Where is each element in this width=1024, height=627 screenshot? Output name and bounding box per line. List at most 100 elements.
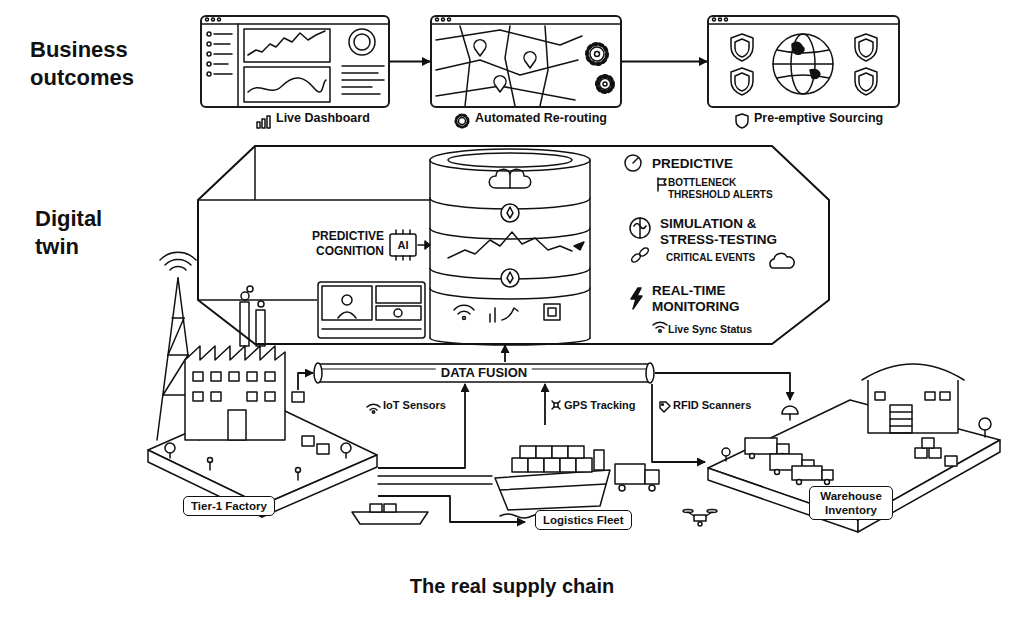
fusion-pipe [646, 363, 654, 383]
section-label: Digital twin [35, 205, 135, 261]
twin-cylinder [430, 149, 590, 345]
callout-icons [659, 330, 662, 333]
outcome-title: Pre-emptive Sourcing [754, 111, 883, 126]
factory-drawing [211, 392, 221, 401]
outcome-title: Automated Re-routing [475, 111, 607, 126]
inset-screen [318, 282, 425, 338]
twin-cylinder [430, 149, 590, 171]
twin-cylinder [507, 207, 513, 218]
map-screen-art [597, 76, 613, 92]
twin-cylinder [574, 242, 584, 250]
warehouse-drawing [789, 414, 791, 420]
inset-screen [322, 286, 372, 320]
warehouse-drawing [925, 392, 935, 400]
map-screen-art [494, 76, 506, 92]
sensor-icons [552, 401, 560, 409]
ai-chip [409, 230, 411, 234]
outcome-title: Live Dashboard [276, 111, 370, 126]
factory-drawing [160, 252, 196, 260]
map-screen-art [524, 52, 536, 68]
dashboard-screen-art [257, 122, 260, 128]
ai-chip [402, 256, 404, 260]
callout-icons [633, 158, 638, 163]
sensor-icons [662, 404, 664, 406]
inset-screen [322, 328, 421, 330]
chip-label: AI [390, 238, 416, 252]
warehouse-drawing [722, 448, 730, 456]
factory-drawing [247, 286, 253, 292]
warehouse-drawing [875, 392, 885, 400]
shipping-drawing [378, 475, 492, 477]
warehouse-drawing [890, 405, 912, 433]
callout-sub: Live Sync Status [668, 323, 752, 336]
shipping-drawing [552, 446, 568, 458]
shipping-drawing [500, 484, 606, 490]
factory-drawing [168, 354, 188, 356]
map-screen-art [590, 47, 604, 61]
shipping-drawing [645, 470, 659, 484]
dashboard-screen-art [342, 86, 372, 88]
connector-arrow [504, 345, 506, 362]
dashboard-screen-art [342, 79, 384, 81]
sourcing-screen-art [773, 34, 833, 94]
warehouse-drawing [782, 406, 798, 414]
warehouse-drawing [745, 438, 777, 454]
map-screen-art [431, 18, 621, 127]
shipping-drawing [594, 450, 604, 470]
ai-chip [395, 256, 397, 260]
dashboard-screen-art [342, 93, 380, 95]
ai-chip [402, 230, 404, 234]
screen-panel: Automated Re-routing [430, 15, 622, 108]
dashboard-screen-art [267, 116, 270, 128]
dashboard-screen-art [207, 32, 211, 36]
connector-arrow [655, 373, 790, 400]
dashboard-screen-art [342, 65, 384, 67]
shipping-drawing [495, 470, 610, 510]
ai-chip [409, 256, 411, 260]
factory-drawing [247, 372, 257, 381]
callout-icons [631, 288, 642, 309]
factory-drawing [302, 436, 314, 446]
factory-drawing [265, 392, 275, 401]
callout-icons [625, 155, 641, 171]
sensor-icons [370, 409, 377, 410]
factory-drawing [148, 252, 377, 517]
twin-cylinder [430, 288, 590, 299]
warehouse-drawing [929, 448, 941, 458]
inset-screen [342, 295, 352, 305]
sensor-icons [367, 404, 380, 407]
map-screen-art [431, 23, 621, 25]
callout-icons [770, 253, 794, 268]
map-screen-art [603, 82, 607, 86]
inset-screen [394, 309, 402, 317]
data-fusion-pipe: DATA FUSION [313, 362, 655, 384]
map-screen-art [448, 18, 451, 21]
dashboard-screen-art [237, 24, 239, 107]
factory-drawing [169, 453, 171, 458]
hexagon-bevel [254, 146, 256, 200]
shipping-drawing [352, 512, 428, 524]
factory-drawing [241, 292, 249, 300]
warehouse-drawing [775, 470, 780, 475]
callout-icons [653, 322, 667, 325]
dashboard-screen-art [214, 53, 232, 55]
factory-drawing [168, 318, 184, 355]
twin-cylinder [448, 232, 572, 258]
section-label: Business outcomes [30, 36, 170, 92]
sourcing-screen-art [735, 39, 749, 57]
twin-cylinder [489, 314, 491, 322]
shipping-drawing [560, 458, 576, 472]
shipping-drawing [707, 510, 717, 513]
inset-screen [376, 286, 421, 303]
factory-drawing [345, 453, 347, 458]
warehouse-drawing [797, 480, 802, 485]
diagram-caption: The real supply chain [0, 574, 1024, 598]
factory-drawing [292, 392, 304, 402]
pipe-title: DATA FUSION [436, 365, 532, 381]
factory-drawing [185, 346, 285, 440]
factory-drawing [229, 372, 239, 381]
factory-drawing [209, 462, 211, 470]
callout-icons [658, 179, 666, 185]
